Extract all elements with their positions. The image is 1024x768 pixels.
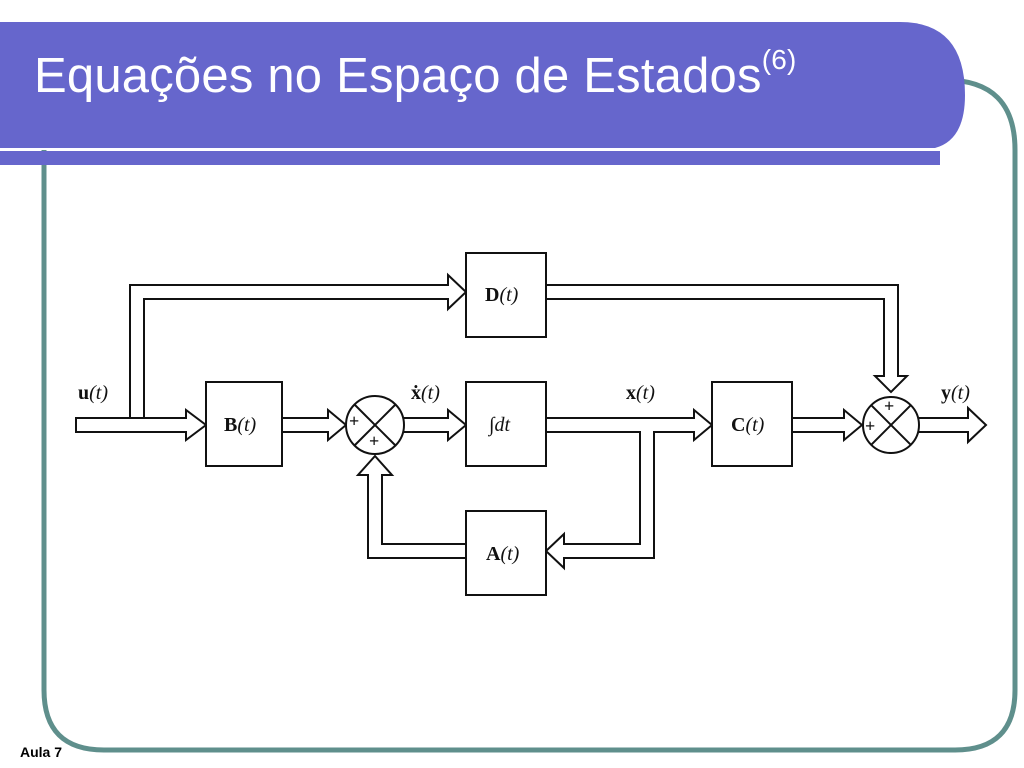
integral-variable: dt	[494, 414, 510, 436]
arrow-integrator-to-C	[544, 407, 714, 571]
frame-border	[41, 77, 1018, 753]
state-signal: x	[626, 382, 636, 404]
integral-symbol: ∫	[487, 414, 496, 437]
title-bar	[0, 22, 965, 165]
block-integrator-label: ∫dt	[487, 414, 510, 437]
block-D-arg: (t)	[499, 284, 518, 306]
arrow-B-to-sum1	[282, 407, 348, 443]
arrow-A-to-sum1	[355, 454, 466, 559]
output-arg: (t)	[951, 382, 970, 404]
arrow-sum1-to-integrator	[404, 407, 468, 443]
slide-title-reference: (6)	[761, 44, 797, 75]
block-A-matrix: A	[486, 543, 501, 565]
state-label: x(t)	[626, 382, 655, 404]
block-B-label: B(t)	[224, 414, 257, 436]
arrow-u-to-B	[75, 408, 208, 442]
block-D-label: D(t)	[485, 284, 519, 306]
block-B-matrix: B	[224, 414, 237, 436]
summing-junction-1	[345, 395, 405, 455]
sum2-sign-left: +	[865, 416, 875, 436]
title-bar-stripe	[0, 151, 940, 165]
output-signal: y	[941, 382, 951, 404]
state-arg: (t)	[636, 382, 655, 404]
block-C-label: C(t)	[731, 414, 765, 436]
input-label: u(t)	[78, 382, 108, 404]
output-label: y(t)	[941, 382, 970, 404]
arrow-D-to-sum2	[546, 284, 910, 394]
arrow-sum2-to-y	[919, 405, 988, 445]
block-D	[465, 252, 547, 338]
arrow-C-to-sum2	[792, 407, 864, 443]
input-arg: (t)	[89, 382, 108, 404]
block-C-arg: (t)	[745, 414, 764, 436]
slide-title-text: Equações no Espaço de Estados	[34, 49, 762, 103]
block-A	[465, 510, 547, 596]
block-C-matrix: C	[731, 414, 745, 436]
block-B	[205, 381, 283, 467]
block-A-arg: (t)	[500, 543, 519, 565]
state-derivative-label: ẋ(t)	[411, 382, 440, 404]
sum1-sign-top: +	[349, 411, 359, 431]
sum2-sign-top: +	[884, 396, 894, 416]
state-derivative-arg: (t)	[421, 382, 440, 404]
block-D-matrix: D	[485, 284, 499, 306]
title-bar-background	[0, 22, 965, 148]
state-derivative-signal: ẋ	[411, 382, 421, 404]
slide-footer: Aula 7	[20, 744, 63, 760]
block-C	[711, 381, 793, 467]
summing-junction-2	[862, 396, 920, 454]
slide-title: Equações no Espaço de Estados(6)	[34, 44, 797, 104]
input-signal: u	[78, 382, 89, 404]
block-integrator	[465, 381, 547, 467]
block-A-label: A(t)	[486, 543, 520, 565]
sum1-sign-bottom: +	[369, 431, 379, 451]
block-B-arg: (t)	[237, 414, 256, 436]
